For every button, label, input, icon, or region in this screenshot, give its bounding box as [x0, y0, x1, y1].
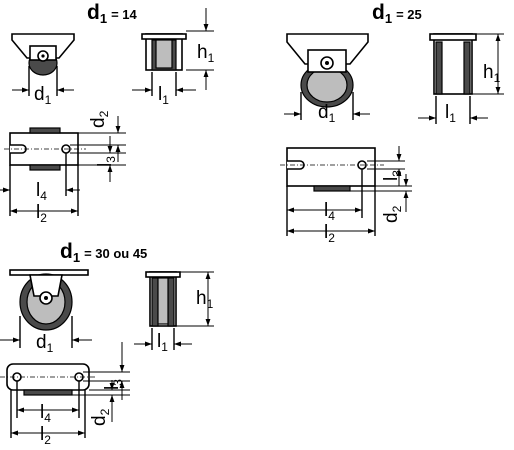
label-l2-d25: l2	[324, 222, 335, 245]
side-view-d30-45: h1 l1	[134, 271, 214, 354]
label-l3-d14: l3	[95, 156, 118, 167]
label-d1-d14: d1	[34, 84, 52, 107]
label-l4-d14: l4	[36, 180, 47, 203]
top-view-d30-45: l3 d2 l4 l2	[0, 342, 130, 447]
label-d2-d25: d2	[381, 205, 404, 223]
side-view-d25: h1 l1	[418, 33, 504, 125]
label-l3-d30-45: l3	[102, 379, 125, 390]
top-view-d25: l3 d2 l4 l2	[280, 146, 412, 245]
label-h1-d25: h1	[483, 62, 501, 85]
label-l1-d25: l1	[445, 102, 456, 125]
front-view-d30-45: d1	[0, 269, 92, 355]
title-d25: d1= 25	[372, 1, 422, 26]
label-d2-d30-45: d2	[89, 408, 112, 426]
top-view-d14: d2 l3 l4 l2	[0, 110, 126, 225]
front-view-d25: d1	[284, 33, 370, 125]
label-l1-d14: l1	[158, 84, 169, 107]
label-l4-d25: l4	[324, 200, 335, 223]
label-h1-d30-45: h1	[196, 288, 214, 311]
label-l1-d30-45: l1	[157, 331, 168, 354]
label-l2-d30-45: l2	[40, 424, 51, 447]
label-d1-d30-45: d1	[36, 332, 54, 355]
label-d2-d14: d2	[88, 110, 111, 128]
label-d1-d25: d1	[318, 102, 336, 125]
label-l4-d30-45: l4	[40, 402, 51, 425]
title-d30-45: d1= 30 ou 45	[60, 240, 147, 265]
title-d14: d1= 14	[87, 1, 137, 26]
label-h1-d14: h1	[197, 42, 215, 65]
label-l2-d14: l2	[36, 202, 47, 225]
figure-d25: d1= 25 d1 h1	[280, 1, 504, 245]
front-view-d14: d1	[11, 33, 75, 107]
label-l3-d25: l3	[381, 170, 404, 181]
figure-d14: d1= 14 d1 h1	[0, 1, 215, 225]
side-view-d14: h1 l1	[132, 8, 215, 107]
figure-d30-45: d1= 30 ou 45 d1 h1	[0, 240, 214, 447]
